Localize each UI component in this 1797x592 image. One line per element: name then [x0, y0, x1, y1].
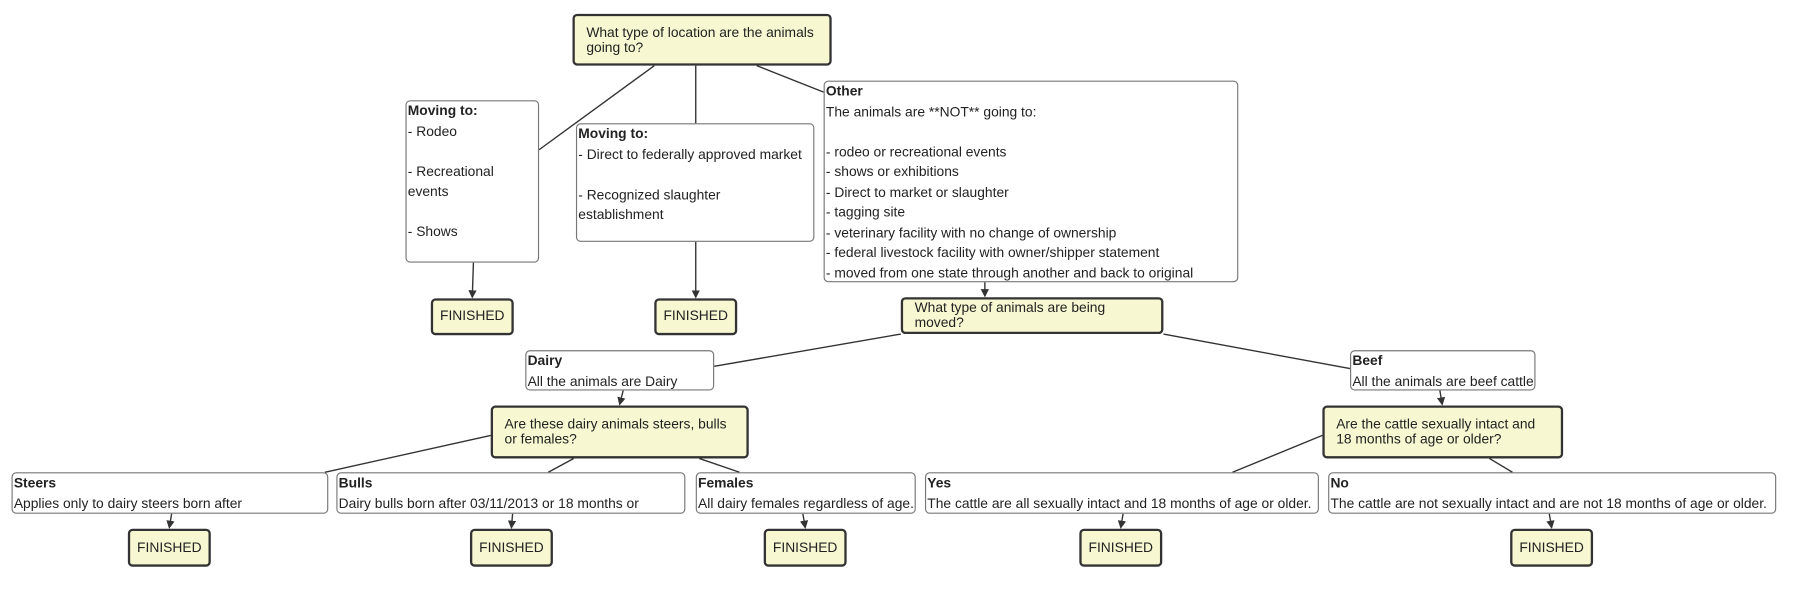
answer-dairy[interactable]: Dairy All the animals are Dairy [525, 350, 715, 391]
answer-no-title: No [1330, 474, 1349, 491]
answer-steers-title: Steers [13, 474, 57, 491]
answer-females-title: Females [698, 474, 754, 491]
answer-females-text: All dairy females regardless of age. [698, 494, 914, 511]
edge-rodeo-finished [468, 262, 477, 299]
edge-beefq-yes [1232, 434, 1323, 473]
edge-animals-dairy [714, 333, 901, 367]
edge-location-other [756, 65, 824, 93]
answer-rodeo[interactable]: Moving to: - Rodeo - Recreational events… [405, 100, 540, 263]
answer-beef-text: All the animals are beef cattle [1352, 372, 1534, 389]
answer-no-text: The cattle are not sexually intact and a… [1330, 494, 1767, 511]
finished-rodeo[interactable]: FINISHED [430, 298, 514, 336]
answer-line: - moved from one state through another a… [825, 264, 1194, 281]
question-animals-text: What type of animals are being moved? [914, 299, 1106, 331]
answer-line: - shows or exhibitions [825, 163, 959, 180]
edge-location-rodeo [538, 65, 655, 151]
edge-dairyq-females [698, 457, 740, 473]
answer-rodeo-title: Moving to: [407, 102, 478, 119]
edge-dairyq-steers [324, 434, 491, 473]
question-beef-intact[interactable]: Are the cattle sexually intact and 18 mo… [1322, 405, 1564, 459]
finished-no[interactable]: FINISHED [1510, 528, 1594, 567]
edge-beefq-no [1489, 457, 1513, 473]
edge-yes-finished [1117, 513, 1127, 529]
finished-steers[interactable]: FINISHED [127, 528, 211, 567]
question-beef-intact-text: Are the cattle sexually intact and 18 mo… [1336, 415, 1536, 447]
answer-yes-title: Yes [927, 474, 952, 491]
answer-line: - federal livestock facility with owner/… [825, 244, 1160, 261]
answer-dairy-text: All the animals are Dairy [527, 372, 678, 389]
answer-beef-title: Beef [1352, 352, 1383, 369]
answer-line: - Recognized slaughter [578, 186, 721, 203]
edge-steers-finished [166, 513, 175, 529]
finished-label: FINISHED [1519, 538, 1584, 555]
finished-label: FINISHED [479, 538, 544, 555]
answer-no[interactable]: No The cattle are not sexually intact an… [1328, 472, 1777, 514]
answer-beef[interactable]: Beef All the animals are beef cattle [1350, 350, 1536, 391]
edge-bulls-finished [507, 513, 517, 529]
answer-line: - Direct to market or slaughter [825, 183, 1009, 200]
edge-no-finished [1546, 513, 1555, 529]
answer-bulls[interactable]: Bulls Dairy bulls born after 03/11/2013 … [336, 472, 686, 514]
answer-line [408, 202, 537, 222]
answer-line: - rodeo or recreational events [825, 143, 1007, 160]
finished-label: FINISHED [137, 538, 202, 555]
answer-other-title: Other [825, 82, 863, 100]
answer-dairy-title: Dairy [527, 352, 563, 369]
answer-yes[interactable]: Yes The cattle are all sexually intact a… [924, 472, 1319, 514]
answer-line: - veterinary facility with no change of … [825, 224, 1117, 241]
answer-line: events [407, 183, 449, 200]
answer-line: - tagging site [825, 203, 906, 221]
answer-line: - Recreational [407, 162, 494, 180]
edge-beef-question [1436, 390, 1446, 406]
finished-market[interactable]: FINISHED [654, 298, 738, 336]
finished-label: FINISHED [663, 307, 729, 324]
edge-females-finished [799, 513, 809, 529]
answer-market-title: Moving to: [578, 125, 649, 142]
edge-dairy-question [617, 390, 626, 406]
finished-label: FINISHED [440, 307, 505, 324]
question-location[interactable]: What type of location are the animals go… [572, 13, 832, 66]
answer-line [408, 142, 537, 162]
answer-line: establishment [578, 206, 664, 223]
answer-line: The animals are **NOT** going to: [825, 103, 1037, 120]
answer-line [826, 122, 1236, 142]
answer-bulls-text: Dairy bulls born after 03/11/2013 or 18 … [338, 494, 639, 511]
question-location-text: What type of location are the animals go… [586, 23, 814, 55]
answer-yes-text: The cattle are all sexually intact and 1… [927, 494, 1312, 511]
answer-females[interactable]: Females All dairy females regardless of … [695, 472, 916, 514]
question-dairy-type[interactable]: Are these dairy animals steers, bulls or… [490, 405, 749, 459]
edge-dairyq-bulls [547, 457, 574, 473]
answer-bulls-title: Bulls [338, 474, 373, 491]
answer-line: - Shows [407, 223, 458, 240]
finished-yes[interactable]: FINISHED [1079, 528, 1163, 567]
answer-steers[interactable]: Steers Applies only to dairy steers born… [11, 472, 329, 514]
answer-line [578, 165, 812, 185]
answer-market[interactable]: Moving to: - Direct to federally approve… [575, 123, 815, 242]
edge-animals-beef [1163, 333, 1351, 370]
finished-label: FINISHED [772, 538, 838, 555]
finished-bulls[interactable]: FINISHED [469, 528, 553, 567]
question-animals[interactable]: What type of animals are being moved? [900, 297, 1164, 335]
answer-line: - Rodeo [407, 122, 457, 139]
finished-females[interactable]: FINISHED [763, 528, 847, 567]
question-dairy-type-text: Are these dairy animals steers, bulls or… [504, 415, 727, 447]
finished-label: FINISHED [1088, 538, 1154, 555]
answer-steers-text: Applies only to dairy steers born after [13, 494, 243, 511]
answer-line: - Direct to federally approved market [578, 145, 802, 162]
answer-other[interactable]: Other The animals are **NOT** going to: … [823, 80, 1239, 283]
